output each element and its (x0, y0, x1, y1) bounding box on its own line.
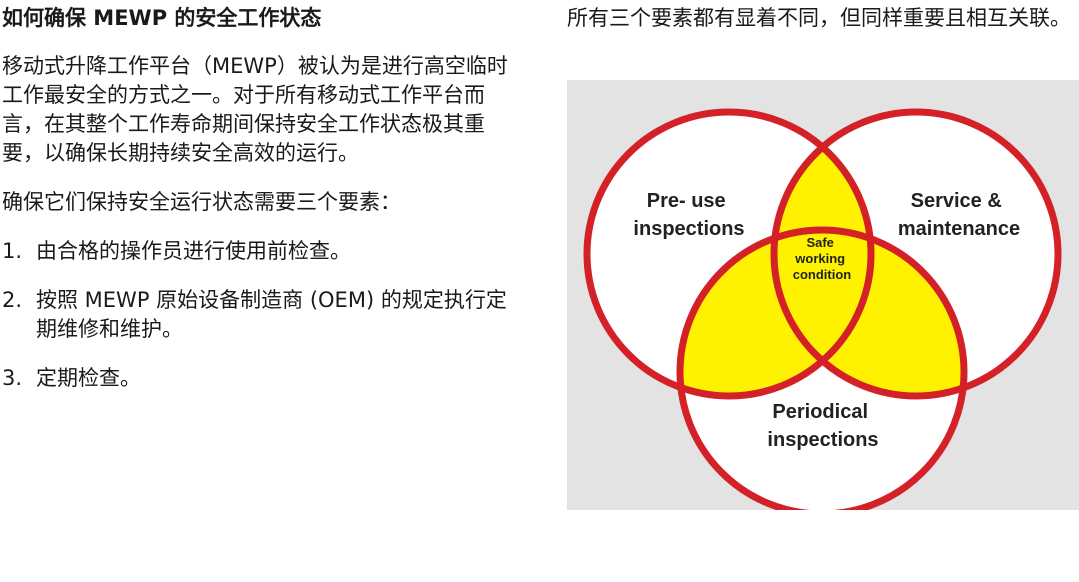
circle-outline-right (770, 108, 1062, 400)
label-safe-working-condition: Safe working condition (793, 235, 852, 282)
step-number: 2. (2, 288, 23, 312)
label-line: working (794, 251, 845, 266)
label-line: inspections (633, 218, 744, 240)
label-service-maintenance: Service & maintenance (898, 190, 1020, 240)
right-intro-text: 所有三个要素都有显着不同，但同样重要且相互关联。 (567, 6, 1071, 30)
step-item-2: 2. 按照 MEWP 原始设备制造商 (OEM) 的规定执行定期维修和维护。 (2, 286, 522, 344)
step-item-1: 1. 由合格的操作员进行使用前检查。 (2, 237, 522, 266)
label-line: Service & (911, 190, 1002, 212)
intro-paragraph: 移动式升降工作平台（MEWP）被认为是进行高空临时工作最安全的方式之一。对于所有… (2, 54, 508, 165)
label-pre-use-inspections: Pre- use inspections (633, 190, 744, 240)
label-line: Periodical (772, 401, 868, 423)
venn-svg: Pre- use inspections Service & maintenan… (567, 80, 1079, 510)
step-number: 3. (2, 366, 23, 390)
section-heading: 如何确保 MEWP 的安全工作状态 (2, 6, 322, 30)
label-line: Safe (806, 235, 833, 250)
left-column: 如何确保 MEWP 的安全工作状态 移动式升降工作平台（MEWP）被认为是进行高… (2, 4, 522, 413)
requirement-paragraph: 确保它们保持安全运行状态需要三个要素： (2, 190, 401, 214)
step-text: 由合格的操作员进行使用前检查。 (36, 239, 351, 263)
circle-outline-left (583, 108, 875, 400)
step-text: 定期检查。 (36, 366, 141, 390)
step-number: 1. (2, 239, 23, 263)
right-column: 所有三个要素都有显着不同，但同样重要且相互关联。 (567, 4, 1072, 33)
label-line: condition (793, 267, 852, 282)
label-periodical-inspections: Periodical inspections (767, 401, 878, 451)
label-line: inspections (767, 429, 878, 451)
circle-outline-bottom (676, 226, 968, 510)
steps-list: 1. 由合格的操作员进行使用前检查。 2. 按照 MEWP 原始设备制造商 (O… (2, 237, 522, 393)
step-text: 按照 MEWP 原始设备制造商 (OEM) 的规定执行定期维修和维护。 (36, 288, 507, 341)
label-line: maintenance (898, 218, 1020, 240)
step-item-3: 3. 定期检查。 (2, 364, 522, 393)
label-line: Pre- use (647, 190, 726, 212)
venn-diagram: Pre- use inspections Service & maintenan… (567, 80, 1079, 510)
